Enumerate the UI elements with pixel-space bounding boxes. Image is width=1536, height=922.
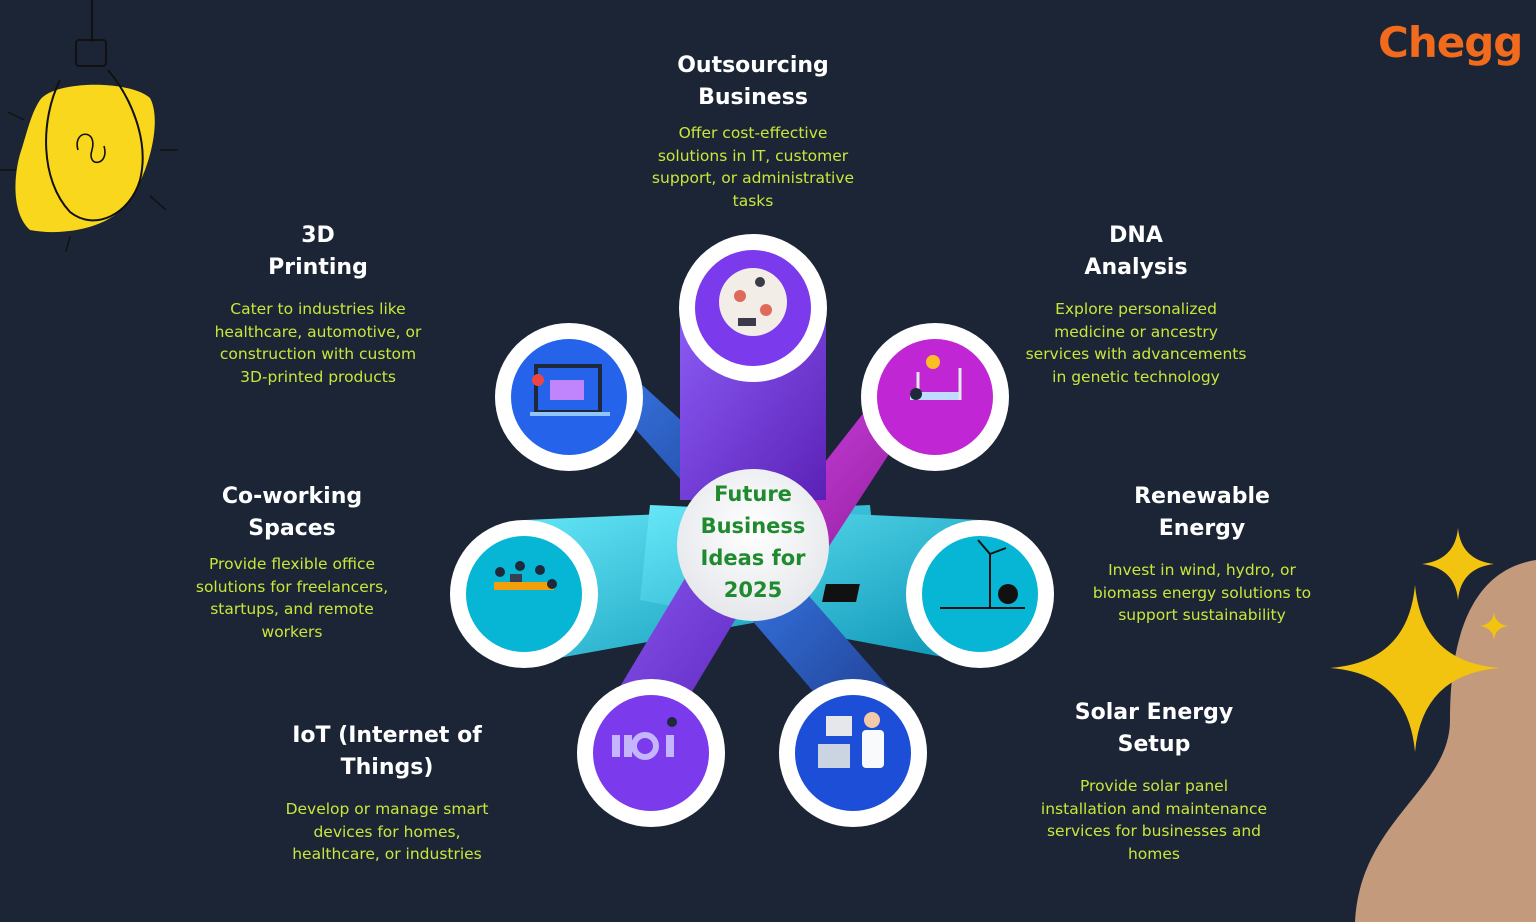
- idea-description: Provide solar panel installation and mai…: [1040, 777, 1268, 863]
- idea-title: Renewable Energy: [1134, 484, 1270, 541]
- idea-dna: DNA Analysis Explore personalized medici…: [1020, 220, 1252, 388]
- idea-description: Cater to industries like healthcare, aut…: [214, 300, 422, 386]
- idea-title: IoT (Internet of Things): [292, 723, 482, 780]
- node-dna: [861, 323, 1009, 471]
- idea-title: Co-working Spaces: [221, 484, 363, 541]
- wind-turbine-icon: [822, 539, 1025, 609]
- node-renewable: [822, 520, 1054, 668]
- idea-title: DNA Analysis: [1084, 223, 1188, 280]
- idea-renewable: Renewable Energy Invest in wind, hydro, …: [1088, 481, 1316, 627]
- node-3d-printing: [495, 323, 643, 471]
- sparkle-medium-icon: [1422, 528, 1494, 600]
- idea-coworking: Co-working Spaces Provide flexible offic…: [185, 481, 399, 643]
- idea-solar: Solar Energy Setup Provide solar panel i…: [1036, 697, 1272, 865]
- scientist-icon: [818, 712, 884, 768]
- idea-title: Solar Energy Setup: [1074, 700, 1234, 757]
- iot-icon: [612, 717, 677, 760]
- idea-3d-printing: 3D Printing Cater to industries like hea…: [206, 220, 430, 388]
- decorative-blob: [1355, 560, 1536, 922]
- node-solar: [779, 679, 927, 827]
- idea-description: Explore personalized medicine or ancestr…: [1025, 300, 1247, 386]
- light-bulb-icon: [0, 0, 178, 253]
- idea-nodes: [450, 234, 1054, 827]
- sparkle-large-icon: [1330, 585, 1500, 752]
- idea-title: 3D Printing: [268, 223, 368, 280]
- idea-description: Invest in wind, hydro, or biomass energy…: [1092, 561, 1312, 624]
- coworking-icon: [494, 561, 557, 590]
- idea-outsourcing: Outsourcing Business Offer cost-effectiv…: [643, 50, 863, 212]
- 3d-printer-icon: [530, 364, 610, 416]
- dna-icon: [910, 355, 962, 400]
- sparkle-small-icon: [1480, 612, 1508, 640]
- idea-description: Offer cost-effective solutions in IT, cu…: [651, 124, 855, 210]
- idea-title: Outsourcing Business: [677, 53, 829, 110]
- idea-iot: IoT (Internet of Things) Develop or mana…: [280, 720, 494, 866]
- chegg-logo[interactable]: Chegg: [1378, 18, 1523, 67]
- node-iot: [577, 679, 725, 827]
- idea-description: Develop or manage smart devices for home…: [285, 800, 489, 863]
- node-outsourcing: [679, 234, 827, 382]
- center-circle: [677, 469, 829, 621]
- outsourcing-icon: [719, 268, 787, 336]
- node-coworking: [450, 520, 598, 668]
- idea-description: Provide flexible office solutions for fr…: [195, 555, 389, 641]
- center-title: Future Business Ideas for 2025: [700, 482, 806, 602]
